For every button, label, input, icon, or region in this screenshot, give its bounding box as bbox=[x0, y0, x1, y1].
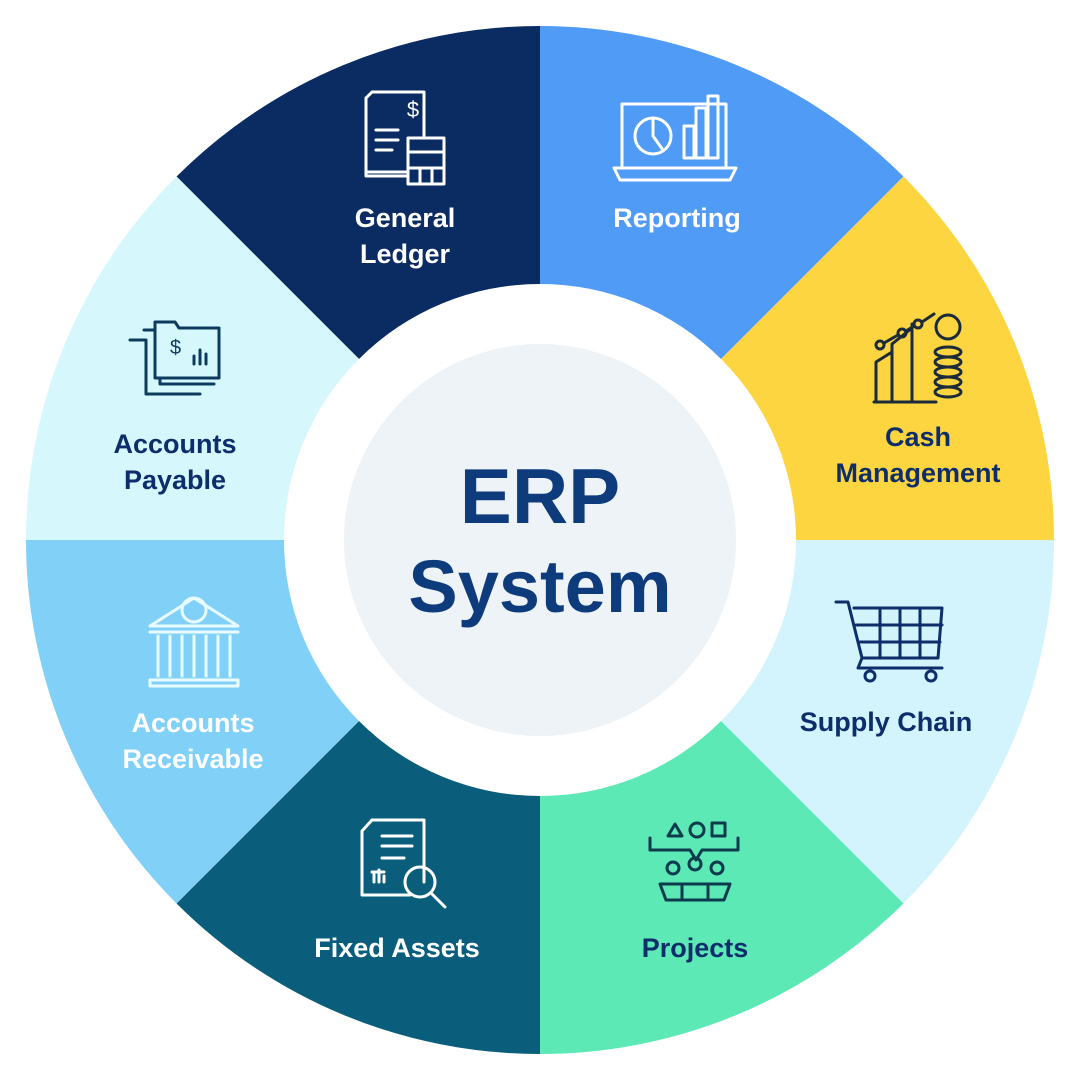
laptop-chart-icon bbox=[612, 94, 738, 182]
growth-coins-icon bbox=[872, 312, 963, 404]
center-title-line1: ERP bbox=[460, 452, 620, 540]
center-title-line2: System bbox=[408, 545, 671, 628]
label-fixed-assets: Fixed Assets bbox=[314, 933, 480, 963]
team-shapes-icon bbox=[648, 821, 740, 902]
label-projects: Projects bbox=[642, 933, 749, 963]
shopping-cart-icon bbox=[834, 600, 944, 683]
svg-text:$: $ bbox=[170, 337, 181, 359]
label-reporting: Reporting bbox=[613, 203, 741, 233]
ledger-calculator-icon: $ bbox=[364, 90, 446, 186]
label-supply-chain: Supply Chain bbox=[800, 707, 973, 737]
invoice-folders-icon: $ bbox=[128, 320, 221, 396]
document-magnifier-icon bbox=[360, 818, 447, 909]
center-hub bbox=[344, 344, 736, 736]
bank-icon bbox=[148, 596, 240, 688]
svg-text:$: $ bbox=[407, 97, 419, 122]
